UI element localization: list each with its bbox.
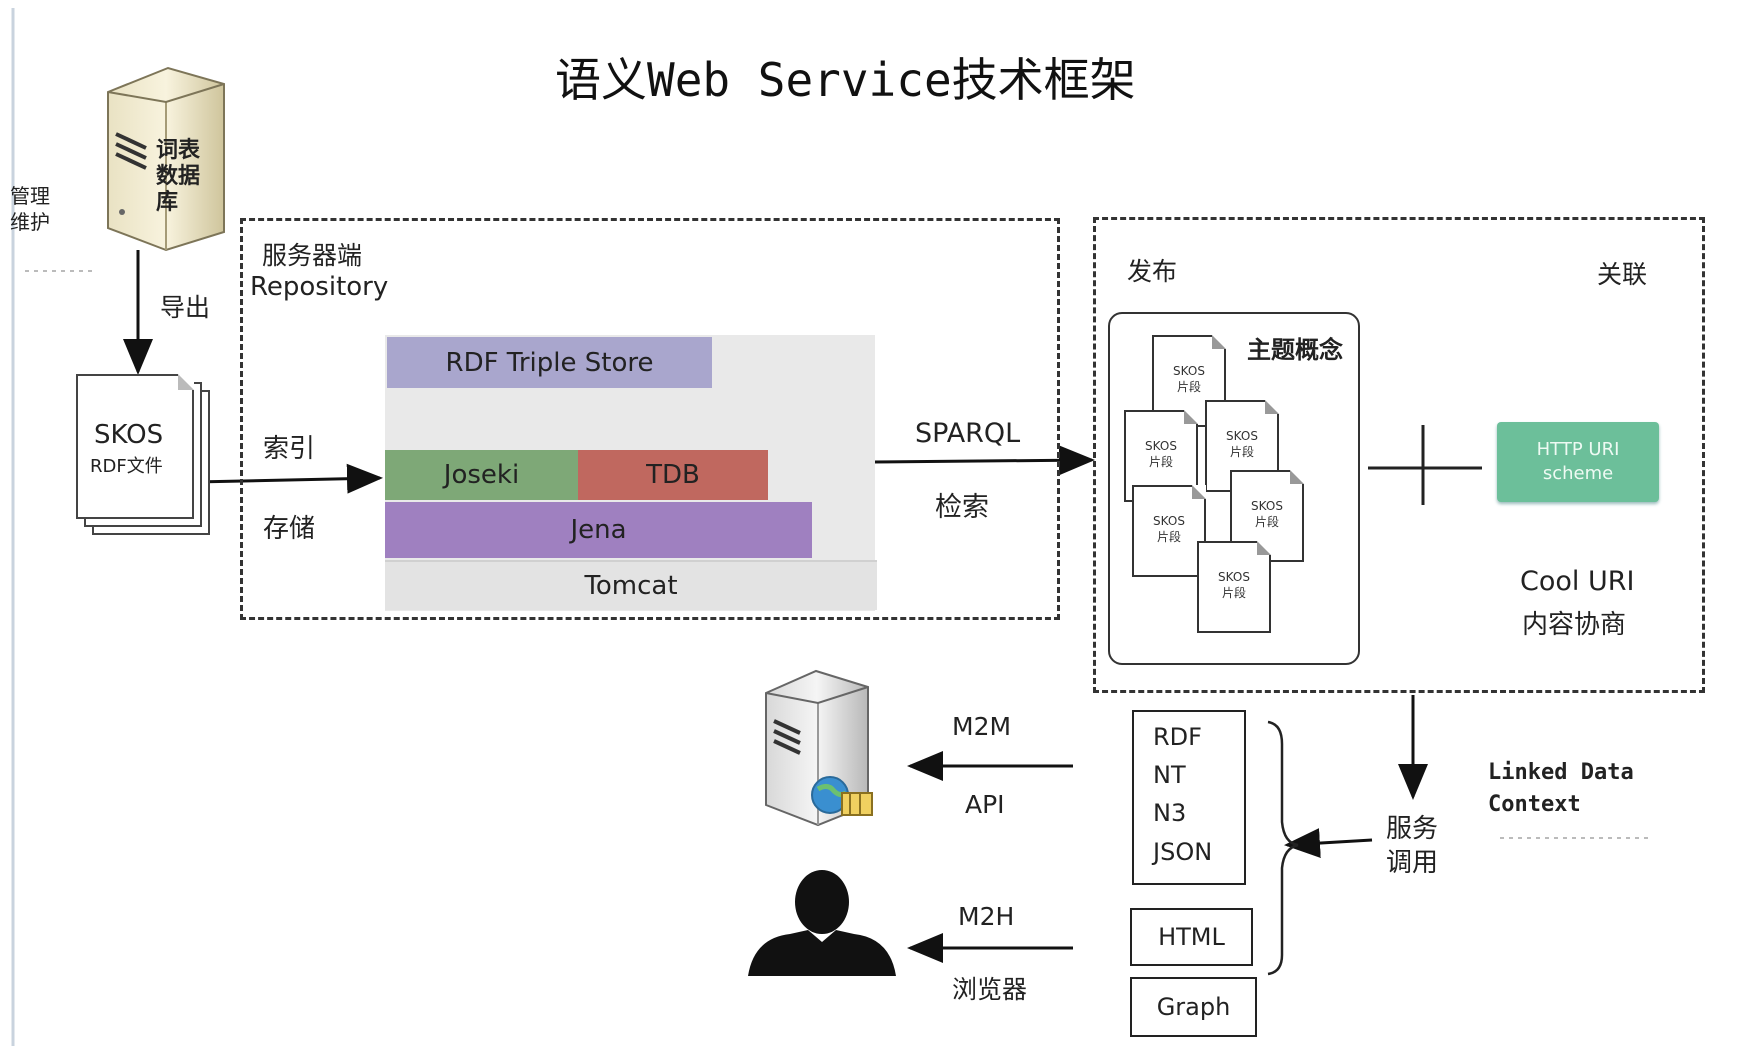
- sparql-retrieve-label: 检索: [935, 492, 989, 523]
- publish-label: 发布: [1127, 257, 1178, 286]
- left-edge-label-1: 管理: [10, 184, 50, 208]
- tdb-layer: TDB: [578, 450, 768, 500]
- publish-box: [1093, 217, 1705, 693]
- skos-snippet-6: SKOS 片段: [1197, 541, 1271, 633]
- format-nt: NT: [1153, 761, 1186, 789]
- snippet-1-line1: SKOS: [1173, 364, 1205, 378]
- html-format-box: HTML: [1130, 908, 1253, 966]
- graph-format-box: Graph: [1130, 977, 1257, 1037]
- snippet-4-line1: SKOS: [1251, 499, 1283, 513]
- associate-label: 关联: [1597, 260, 1648, 289]
- format-html: HTML: [1158, 923, 1225, 951]
- context-label: Context: [1488, 792, 1581, 817]
- diagram-title: 语义Web Service技术框架: [555, 53, 1136, 107]
- sparql-arrow: [872, 445, 1095, 476]
- http-uri-label: HTTP URI: [1536, 439, 1620, 460]
- snippet-3-line1: SKOS: [1226, 429, 1258, 443]
- http-uri-scheme-label: scheme: [1542, 463, 1614, 484]
- service-left-arrow: [1284, 828, 1373, 859]
- m2m-label: M2M: [952, 712, 1012, 741]
- database-server-icon: [107, 66, 225, 252]
- rdf-triple-store-layer: RDF Triple Store: [387, 337, 712, 388]
- repository-label: Repository: [250, 272, 389, 302]
- skos-file-label-2: RDF文件: [90, 456, 163, 477]
- server-side-box: [240, 218, 1060, 620]
- joseki-layer: Joseki: [385, 450, 578, 500]
- concept-label: 主题概念: [1247, 336, 1343, 364]
- snippet-6-line1: SKOS: [1218, 570, 1250, 584]
- snippet-3-line2: 片段: [1229, 445, 1254, 459]
- skos-file-icon: [76, 374, 194, 519]
- snippet-2-line1: SKOS: [1145, 439, 1177, 453]
- snippet-5-line1: SKOS: [1153, 514, 1185, 528]
- m2h-label: M2H: [958, 902, 1015, 931]
- content-negotiation-label: 内容协商: [1522, 610, 1627, 640]
- person-icon: [748, 870, 896, 976]
- concept-box: [1108, 312, 1360, 665]
- store-label: 存储: [263, 514, 316, 544]
- index-arrow: [194, 463, 383, 494]
- linked-data-label: Linked Data: [1488, 760, 1634, 785]
- database-label-1: 词表: [156, 138, 201, 163]
- export-label: 导出: [160, 293, 211, 322]
- skos-snippet-5: SKOS 片段: [1132, 485, 1206, 577]
- snippet-5-line2: 片段: [1156, 530, 1181, 544]
- skos-file-label-1: SKOS: [94, 420, 164, 450]
- service-call-label-2: 调用: [1386, 848, 1439, 878]
- format-rdf: RDF: [1153, 723, 1202, 751]
- tomcat-layer: Tomcat: [385, 560, 877, 610]
- left-edge-label-2: 维护: [10, 210, 50, 234]
- server-side-title: 服务器端: [262, 241, 363, 270]
- rdf-triple-store-label: RDF Triple Store: [445, 347, 654, 378]
- snippet-1-line2: 片段: [1176, 380, 1201, 394]
- snippet-4-line2: 片段: [1254, 515, 1279, 529]
- snippet-2-line2: 片段: [1148, 455, 1173, 469]
- format-brace: [1267, 720, 1299, 976]
- tomcat-label: Tomcat: [584, 571, 678, 601]
- api-label: API: [965, 790, 1005, 819]
- browser-label: 浏览器: [952, 975, 1028, 1004]
- database-label-3: 库: [156, 190, 179, 215]
- database-label-2: 数据: [156, 164, 201, 189]
- http-uri-scheme-box: HTTP URI scheme: [1497, 422, 1659, 502]
- snippet-6-line2: 片段: [1221, 586, 1246, 600]
- index-label: 索引: [263, 434, 316, 464]
- sparql-label: SPARQL: [915, 418, 1021, 449]
- cool-uri-label: Cool URI: [1520, 566, 1635, 597]
- jena-label: Jena: [570, 515, 627, 545]
- format-n3: N3: [1153, 799, 1187, 827]
- jena-layer: Jena: [385, 502, 812, 558]
- client-server-icon: [765, 669, 873, 827]
- format-graph: Graph: [1156, 993, 1231, 1021]
- tdb-label: TDB: [646, 460, 700, 490]
- service-call-label-1: 服务: [1386, 814, 1439, 844]
- rdf-formats-box: [1132, 710, 1246, 885]
- format-json: JSON: [1153, 838, 1213, 866]
- joseki-label: Joseki: [443, 460, 520, 490]
